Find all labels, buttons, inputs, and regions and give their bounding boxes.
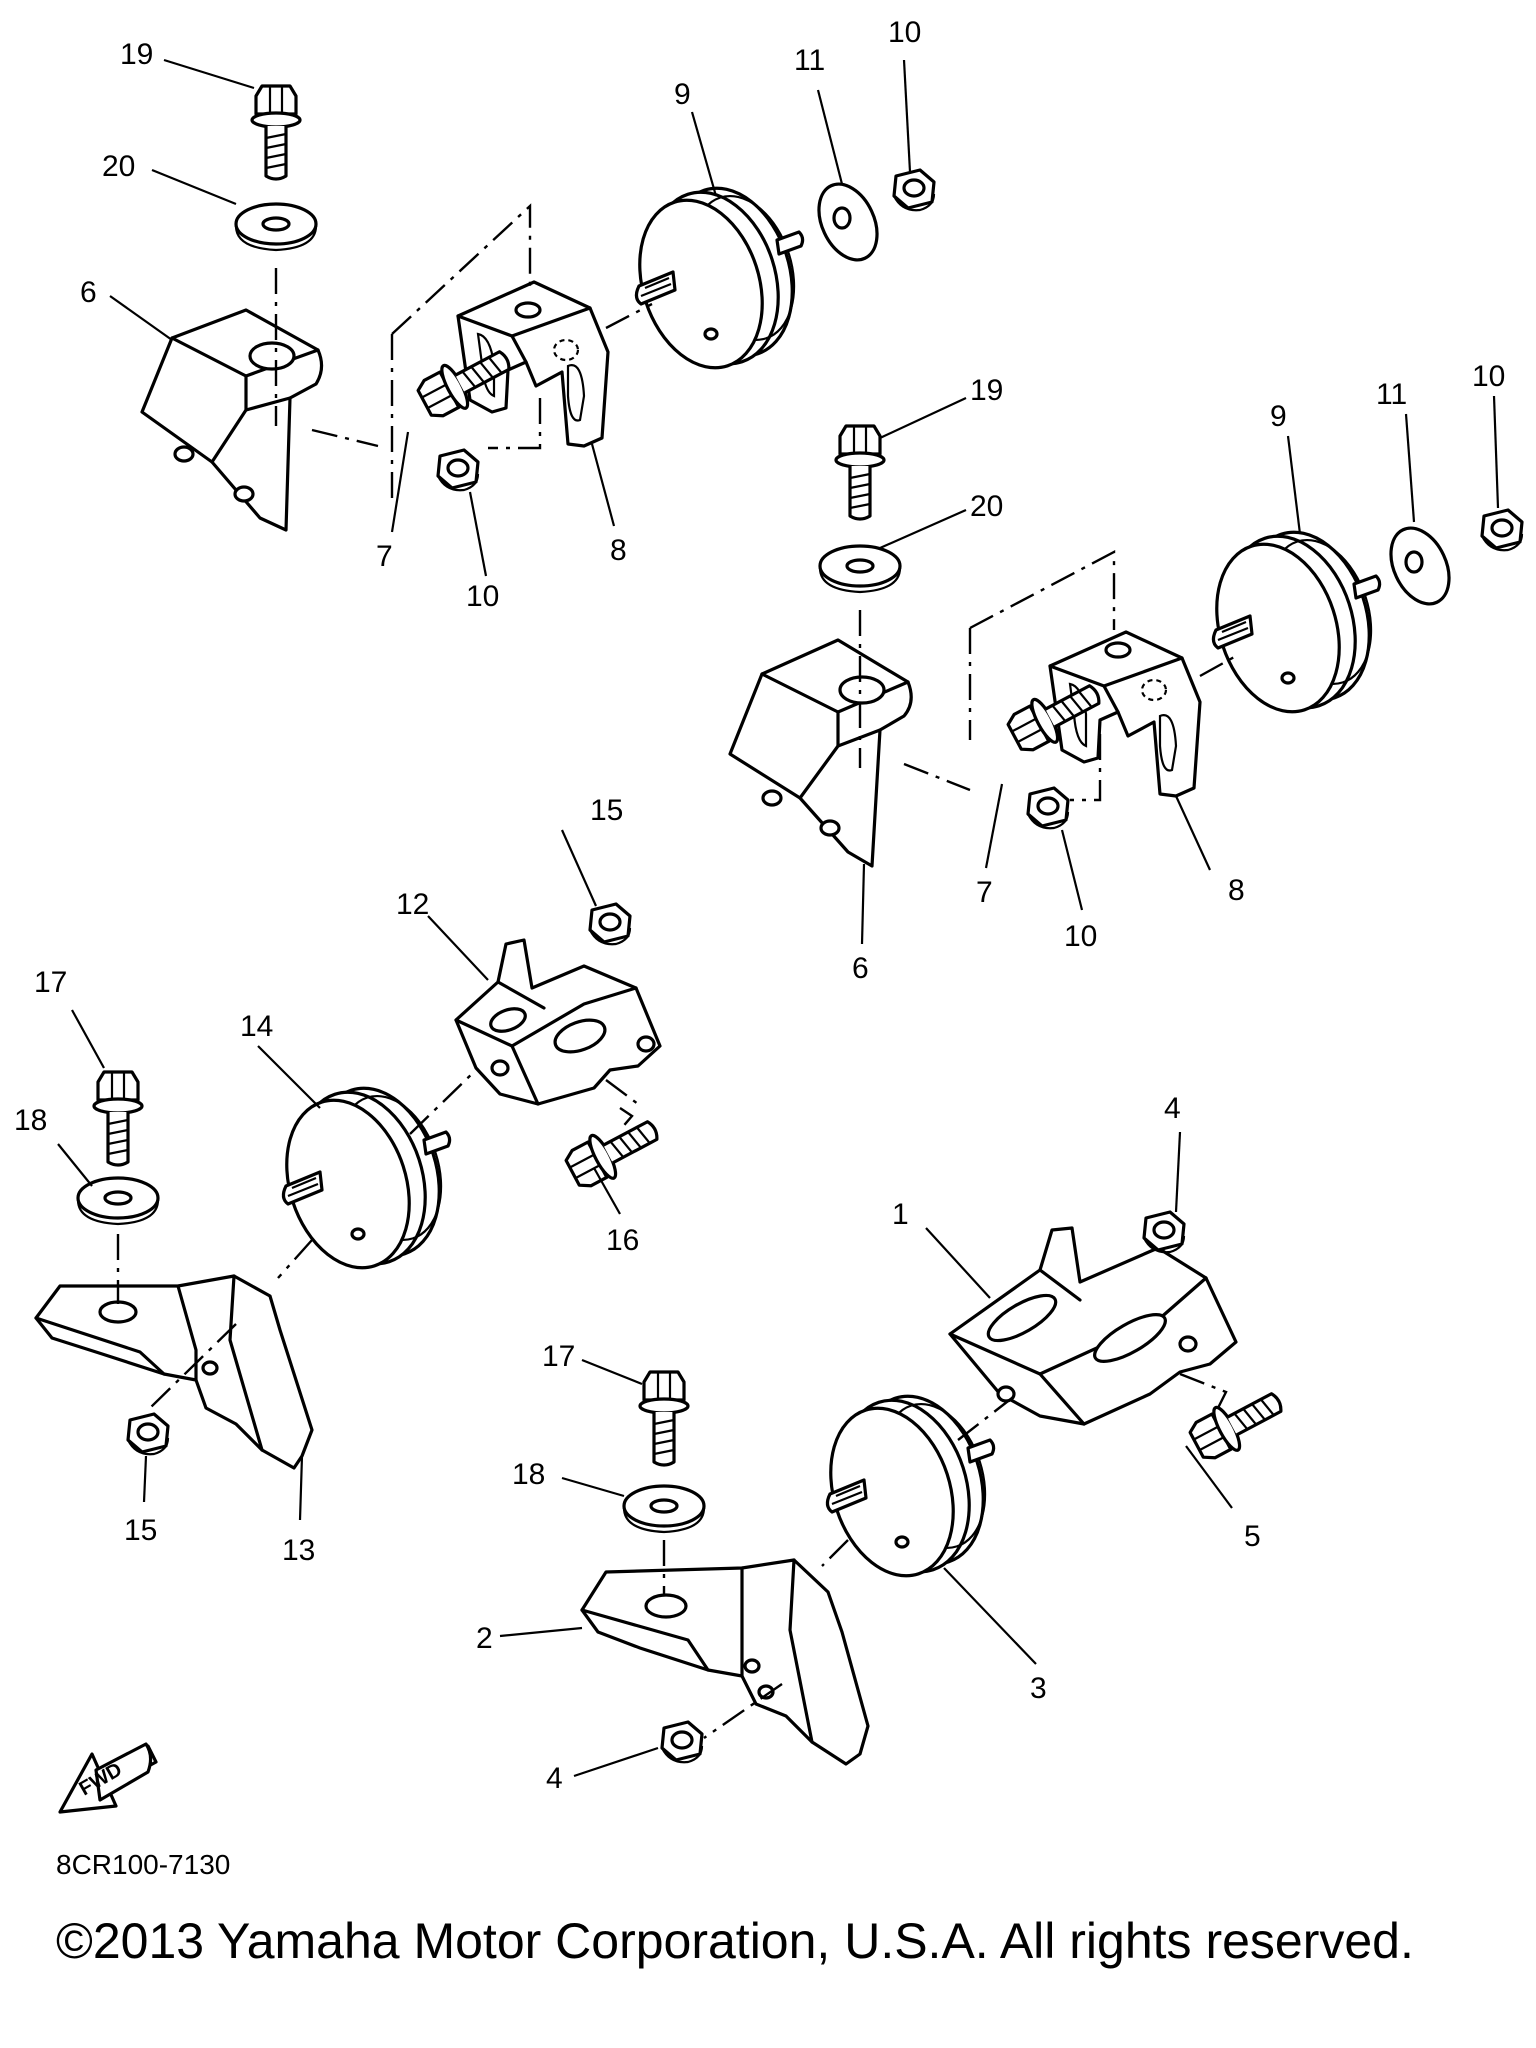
mount-9-top	[617, 170, 815, 386]
callout-11: 11	[794, 44, 825, 77]
bracket-1	[948, 1226, 1238, 1426]
bolt-17-bottom	[638, 1370, 690, 1467]
callout-20: 20	[102, 150, 135, 183]
washer-20-top	[234, 202, 318, 252]
nut-10-right-lower	[1026, 786, 1070, 830]
callout-18: 18	[14, 1104, 47, 1137]
nut-10-top-right	[892, 168, 936, 212]
callout-16: 16	[606, 1224, 639, 1257]
callout-9: 9	[674, 78, 691, 111]
callout-4: 4	[546, 1762, 563, 1795]
callout-9: 9	[1270, 400, 1287, 433]
callout-7: 7	[976, 876, 993, 909]
bracket-13	[34, 1274, 314, 1470]
washer-11-top	[817, 182, 879, 262]
callout-10: 10	[466, 580, 499, 613]
callout-5: 5	[1244, 1520, 1261, 1553]
callout-3: 3	[1030, 1672, 1047, 1705]
leader-lines	[57, 58, 1500, 1778]
callout-7: 7	[376, 540, 393, 573]
callout-15: 15	[124, 1514, 157, 1547]
callout-8: 8	[1228, 874, 1245, 907]
washer-20-right	[818, 544, 902, 594]
callout-1: 1	[892, 1198, 909, 1231]
bolt-17-left	[92, 1070, 144, 1167]
bolt-16	[559, 1106, 668, 1196]
nut-4-bottom	[660, 1720, 704, 1764]
callout-13: 13	[282, 1534, 315, 1567]
callout-14: 14	[240, 1010, 273, 1043]
fwd-arrow-icon: FWD	[58, 1742, 158, 1814]
assembly-top-left	[140, 84, 936, 532]
callout-2: 2	[476, 1622, 493, 1655]
bolt-19-right	[834, 424, 886, 521]
nut-4-top	[1142, 1210, 1186, 1254]
assembly-left-middle	[34, 902, 668, 1470]
nut-10-top-lower	[436, 448, 480, 492]
mount-14	[264, 1070, 462, 1286]
figure-code: 8CR100-7130	[56, 1849, 230, 1880]
bolt-5	[1183, 1378, 1292, 1468]
nut-10-right-top	[1480, 508, 1524, 552]
callout-19: 19	[970, 374, 1003, 407]
callout-6: 6	[852, 952, 869, 985]
mount-3	[808, 1378, 1006, 1594]
assembly-right	[728, 424, 1524, 868]
washer-18-bottom	[622, 1484, 706, 1534]
mount-9-right	[1194, 514, 1392, 730]
callout-18: 18	[512, 1458, 545, 1491]
bracket-6	[140, 308, 324, 532]
callout-17: 17	[542, 1340, 575, 1373]
callout-labels: 19 20 6 7 10 8 9 11 10 19 20 9 11 10 6 7…	[14, 16, 1505, 1795]
callout-8: 8	[610, 534, 627, 567]
callout-17: 17	[34, 966, 67, 999]
callout-6: 6	[80, 276, 97, 309]
nut-15-top	[588, 902, 632, 946]
callout-20: 20	[970, 490, 1003, 523]
bracket-12	[454, 938, 662, 1106]
washer-11-right	[1389, 526, 1451, 606]
bolt-19-top	[250, 84, 302, 181]
assembly-bottom-right	[580, 1210, 1292, 1766]
callout-4: 4	[1164, 1092, 1181, 1125]
callout-15: 15	[590, 794, 623, 827]
callout-10: 10	[1472, 360, 1505, 393]
nut-15-bottom	[126, 1412, 170, 1456]
copyright-notice: ©2013 Yamaha Motor Corporation, U.S.A. A…	[56, 1913, 1414, 1969]
callout-12: 12	[396, 888, 429, 921]
bracket-6	[728, 638, 913, 868]
callout-19: 19	[120, 38, 153, 71]
bracket-8	[1048, 630, 1202, 798]
callout-10: 10	[1064, 920, 1097, 953]
callout-11: 11	[1376, 378, 1407, 411]
bracket-2	[580, 1558, 870, 1766]
callout-10: 10	[888, 16, 921, 49]
